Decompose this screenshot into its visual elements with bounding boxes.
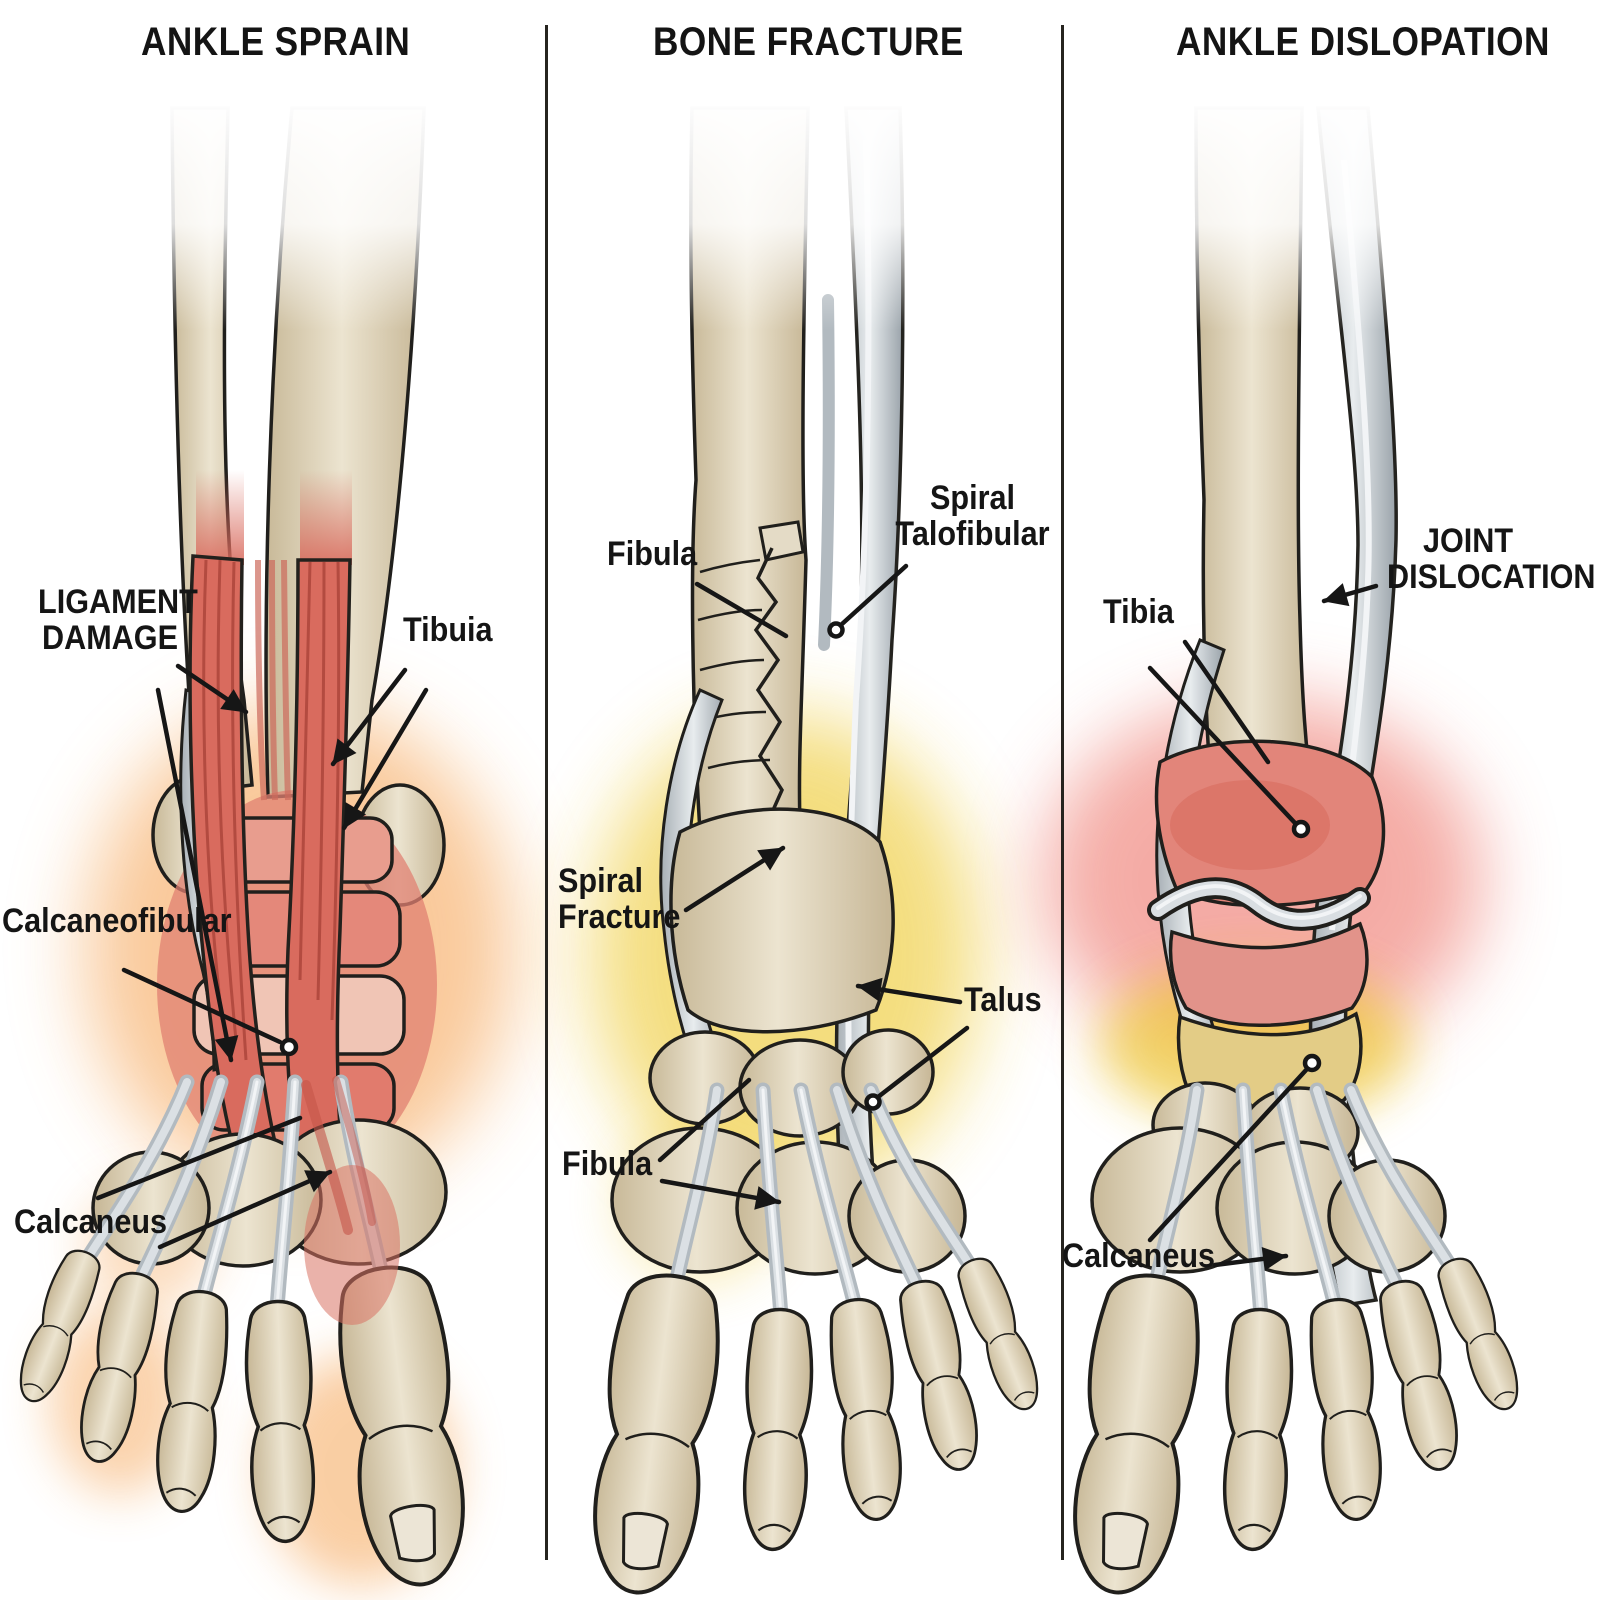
annotation-targets [279, 621, 1322, 1111]
panel-sprain-art [10, 106, 515, 1591]
label-calcaneus-p3: Calcaneus [1062, 1238, 1215, 1274]
talus-bone [669, 807, 895, 1034]
label-joint-dislocation: JOINT DISLOCATION [1387, 522, 1596, 597]
label-line: JOINT [1422, 522, 1514, 560]
label-line: Spiral [558, 862, 644, 900]
top-fade [0, 95, 1600, 330]
label-line: Calcaneofibular [2, 902, 232, 940]
strained-muscles [188, 554, 352, 1193]
ankle-bones [648, 807, 935, 1138]
tibia-muscle-fibers [255, 559, 291, 801]
label-line: Talus [964, 981, 1042, 1019]
label-line: Fibula [562, 1145, 653, 1183]
label-line: Calcaneus [1062, 1237, 1216, 1275]
fibula-behind [818, 294, 835, 651]
label-line: Tibia [1103, 593, 1174, 631]
label-line: DAMAGE [41, 619, 178, 658]
foot [1064, 1090, 1528, 1599]
panel-title-ankle-dislocation: ANKLE DISLOPATION [1176, 20, 1550, 64]
annotation-lines [95, 563, 1379, 1271]
muscle-striations [202, 559, 341, 1061]
label-line: Tibuia [403, 611, 493, 649]
label-fibula-lower: Fibula [562, 1146, 652, 1182]
label-spiral-talofibular: Spiral Talofibular [894, 480, 1052, 552]
label-fibula-upper: Fibula [607, 536, 697, 572]
label-line: DISLOCATION [1387, 558, 1596, 597]
label-line: Talofibular [895, 515, 1050, 554]
label-calcaneofibular: Calcaneofibular [2, 903, 232, 939]
label-calcaneus: Calcaneus [14, 1204, 167, 1240]
label-tibia-p3: Tibia [1103, 594, 1174, 630]
dislocated-joint [1147, 739, 1386, 1178]
inflamed-big-toe [301, 1076, 400, 1325]
panel-dislocation-art [1042, 106, 1528, 1599]
panel-title-ankle-sprain: ANKLE SPRAIN [141, 20, 411, 64]
panel-divider-left [545, 25, 548, 1560]
foot [584, 1090, 1048, 1599]
label-line: Calcaneus [14, 1203, 168, 1241]
label-line: Fracture [558, 898, 681, 937]
panel-divider-right [1061, 25, 1064, 1560]
label-line: Fibula [607, 535, 698, 573]
label-talus: Talus [964, 982, 1042, 1018]
spiral-fracture-crack [697, 520, 805, 863]
label-line: Spiral [929, 479, 1016, 517]
panel-title-bone-fracture: BONE FRACTURE [653, 20, 964, 64]
label-tibia: Tibuia [403, 612, 493, 648]
label-spiral-fracture: Spiral Fracture [558, 863, 680, 935]
label-line: LIGAMENT [38, 583, 198, 621]
panel-fracture-art [584, 106, 1048, 1599]
label-ligament-damage: LIGAMENT DAMAGE [38, 583, 198, 658]
